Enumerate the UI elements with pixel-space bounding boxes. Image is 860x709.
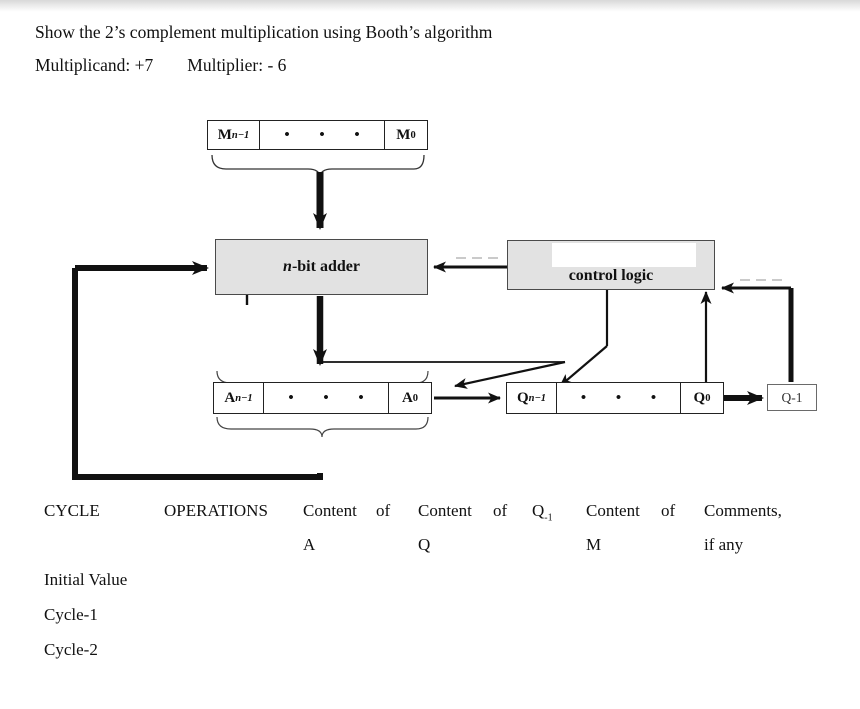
q-low-sub: 0: [705, 392, 711, 404]
table-row-cycle-2: Cycle-2: [44, 640, 98, 659]
q-minus-one-box: Q-1: [767, 384, 817, 411]
m-high-label: M: [217, 126, 232, 143]
arrow-diagonal-to-q: [559, 345, 608, 387]
table-header-content-a-name: A: [303, 535, 316, 554]
feedback-loop-left: [72, 268, 323, 480]
table-header-operations: OPERATIONS: [164, 501, 268, 520]
m-high-sub: n−1: [231, 129, 250, 141]
q-minus-one-label: Q-1: [781, 389, 803, 405]
diagram-connections: [72, 154, 794, 480]
multiplier-label: Multiplier: - 6: [187, 55, 287, 75]
table-row-initial-value: Initial Value: [44, 570, 128, 589]
a-high-label: A: [224, 389, 236, 406]
table-header-content-q-name: Q: [418, 535, 431, 554]
table-header-content-a-word: Content: [303, 501, 357, 520]
table-header-content-m-of: of: [661, 501, 676, 520]
adder-label: n-bit adder: [283, 258, 360, 275]
top-gradient-band: [0, 0, 860, 12]
table-header-comments-sub: if any: [704, 535, 744, 554]
a-low-sub: 0: [412, 392, 419, 404]
multiplicand-label: Multiplicand: +7: [35, 55, 154, 75]
table-row-cycle-1: Cycle-1: [44, 605, 98, 624]
table-header-cycle: CYCLE: [44, 501, 100, 520]
table-header-q-minus-one: Q-1: [532, 501, 553, 524]
a-low-label: A: [401, 389, 413, 406]
table-header-content-m-name: M: [586, 535, 602, 554]
a-high-sub: n−1: [235, 392, 253, 404]
control-logic-erased-region: [552, 243, 696, 267]
q-high-label: Q: [516, 389, 529, 406]
m-low-sub: 0: [410, 129, 416, 141]
table-header-comments: Comments,: [704, 501, 782, 520]
q-register-middle-cell: • • •: [557, 383, 681, 413]
control-logic-label: control logic: [568, 267, 654, 284]
q-low-label: Q: [693, 389, 706, 406]
operands-line: Multiplicand: +7 Multiplier: - 6: [35, 55, 286, 76]
n-bit-adder-box: n-bit adder: [215, 239, 428, 295]
arrow-diagonal-to-a: [454, 360, 566, 389]
question-prompt: Show the 2’s complement multiplication u…: [35, 22, 493, 42]
a-register-middle-cell: • • •: [264, 383, 389, 413]
table-header-content-a-of: of: [376, 501, 391, 520]
m-register-middle-cell: • • •: [260, 121, 385, 149]
a-register-brace-bottom: [216, 416, 429, 438]
m-low-label: M: [396, 126, 411, 143]
q-high-sub: n−1: [528, 392, 547, 404]
table-header-content-m-word: Content: [586, 501, 640, 520]
table-header-content-q-of: of: [493, 501, 508, 520]
table-header-content-q-word: Content: [418, 501, 472, 520]
